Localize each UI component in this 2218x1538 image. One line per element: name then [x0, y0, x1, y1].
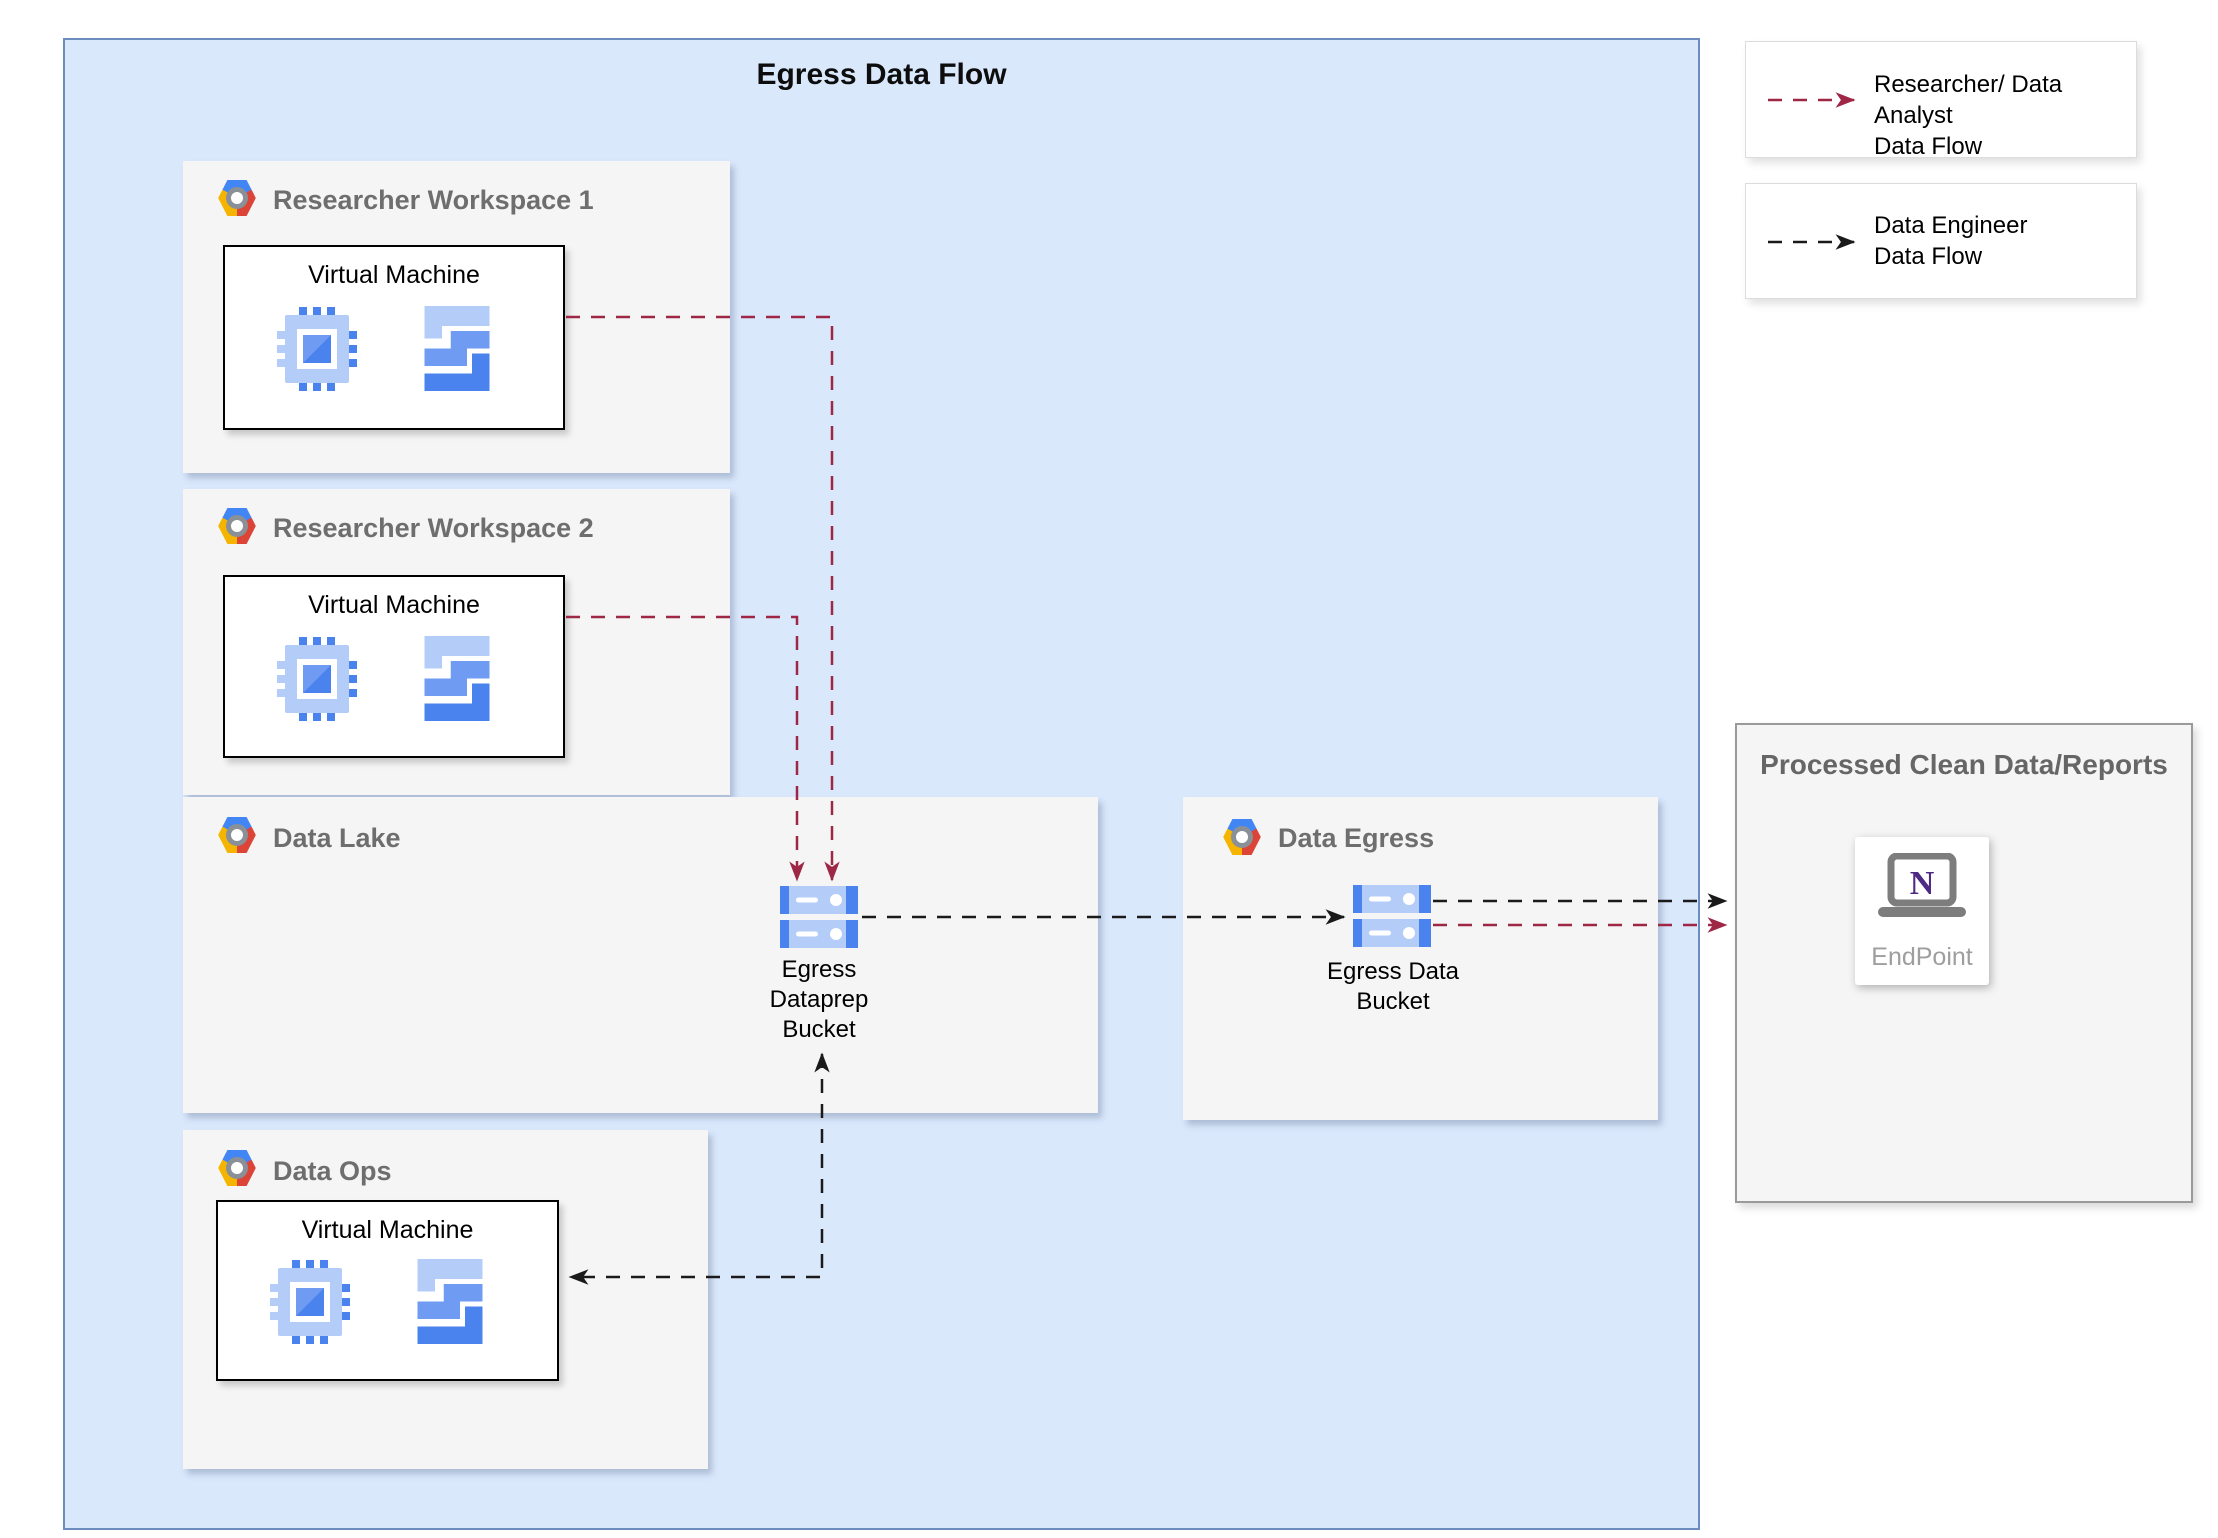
group-researcher-workspace-2: Researcher Workspace 2 Virtual Machine	[183, 489, 730, 795]
researcher-flow-arrow-icon	[1768, 92, 1856, 108]
cpu-icon	[277, 637, 357, 721]
egress-dataprep-bucket-label: Egress Dataprep Bucket	[719, 955, 919, 1045]
storage-bucket-icon	[1353, 885, 1431, 947]
bucket-label-line: Egress Data	[1326, 958, 1460, 985]
vm-box-researcher-2: Virtual Machine	[223, 575, 565, 758]
legend-researcher-flow: Researcher/ Data Analyst Data Flow	[1745, 41, 2137, 160]
dataprep-icon	[410, 1254, 490, 1349]
bucket-label-line: Bucket	[782, 1016, 856, 1043]
group-data-ops: Data Ops Virtual Machine	[183, 1130, 708, 1469]
cpu-icon	[270, 1260, 350, 1344]
legend-line: Data Engineer	[1874, 212, 2028, 239]
cpu-icon	[277, 307, 357, 391]
vm-box-researcher-1: Virtual Machine	[223, 245, 565, 430]
legend-line: Researcher/ Data Analyst	[1874, 71, 2063, 129]
vm-box-data-ops: Virtual Machine	[216, 1200, 559, 1381]
group-title-researcher-workspace-1: Researcher Workspace 1	[273, 185, 594, 215]
gcp-logo-icon	[217, 178, 257, 218]
legend-line: Data Flow	[1874, 243, 1983, 270]
gcp-hexagon-core	[226, 187, 248, 209]
endpoint-laptop-icon	[1876, 853, 1968, 919]
gcp-hexagon-core	[226, 515, 248, 537]
endpoint-label: EndPoint	[1871, 943, 1973, 971]
vm-label: Virtual Machine	[301, 1216, 474, 1244]
bucket-label-line: Dataprep	[769, 986, 869, 1013]
diagram-title: Egress Data Flow	[756, 58, 1007, 91]
group-researcher-workspace-1: Researcher Workspace 1 Virtual Machine	[183, 161, 730, 473]
legend-engineer-flow: Data Engineer Data Flow	[1745, 183, 2137, 299]
group-title-data-egress: Data Egress	[1278, 823, 1435, 853]
vm-label: Virtual Machine	[308, 261, 480, 289]
gcp-hexagon-core	[226, 1157, 248, 1179]
gcp-logo-icon	[217, 506, 257, 546]
dataprep-icon	[417, 301, 497, 396]
bucket-label-line: Egress	[781, 956, 857, 983]
legend-researcher-text: Researcher/ Data Analyst Data Flow	[1874, 69, 2136, 162]
processed-title: Processed Clean Data/Reports	[1760, 749, 2168, 780]
gcp-hexagon-core	[1231, 826, 1253, 848]
endpoint-card: EndPoint	[1855, 837, 1989, 985]
group-title-researcher-workspace-2: Researcher Workspace 2	[273, 513, 594, 543]
legend-engineer-text: Data Engineer Data Flow	[1874, 210, 2027, 272]
egress-data-bucket-label: Egress Data Bucket	[1293, 957, 1493, 1017]
gcp-logo-icon	[217, 1148, 257, 1188]
gcp-logo-icon	[1222, 817, 1262, 857]
group-title-data-ops: Data Ops	[273, 1156, 392, 1186]
gcp-logo-icon	[217, 815, 257, 855]
bucket-label-line: Bucket	[1356, 988, 1430, 1015]
engineer-flow-arrow-icon	[1768, 234, 1856, 250]
vm-label: Virtual Machine	[308, 591, 480, 619]
processed-clean-data-box: Processed Clean Data/Reports EndPoint	[1735, 723, 2193, 1203]
gcp-hexagon-core	[226, 824, 248, 846]
group-data-lake: Data Lake Egress Dataprep Bucket	[183, 797, 1098, 1113]
legend-line: Data Flow	[1874, 133, 1983, 160]
storage-bucket-icon	[780, 886, 858, 948]
group-title-data-lake: Data Lake	[273, 823, 401, 853]
dataprep-icon	[417, 631, 497, 726]
group-data-egress: Data Egress Egress Data Bucket	[1183, 797, 1658, 1120]
